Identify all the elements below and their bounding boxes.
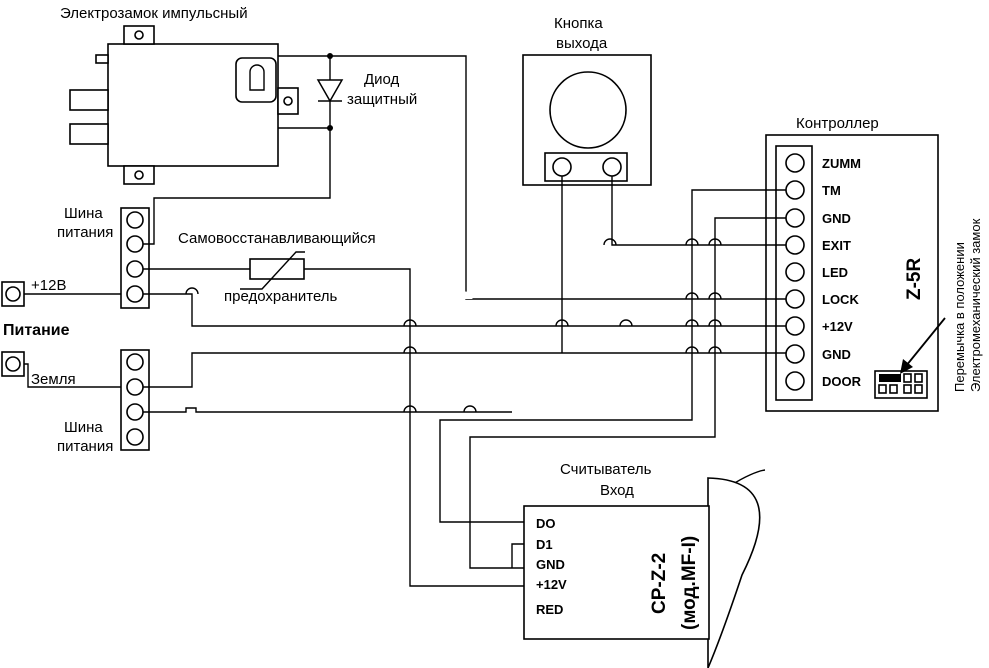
reader-terminal-12v: +12V <box>536 577 567 592</box>
diode-label-line1: Диод <box>364 71 400 88</box>
resettable-fuse: Самовосстанавливающийся предохранитель <box>178 230 376 305</box>
terminal-door: DOOR <box>822 374 862 389</box>
bus-bottom-label-line1: Шина <box>64 419 103 436</box>
terminal-led: LED <box>822 265 848 280</box>
power-title: Питание <box>3 322 70 339</box>
bus-bottom-label-line2: питания <box>57 438 113 455</box>
reader-terminal-red: RED <box>536 602 563 617</box>
reader-terminal-gnd: GND <box>536 557 565 572</box>
controller-title: Контроллер <box>796 115 879 132</box>
fuse-label-line2: предохранитель <box>224 288 338 305</box>
power-bus-top: Шина питания <box>57 205 150 309</box>
protective-diode: Диод защитный <box>278 53 417 131</box>
lock-title: Электрозамок импульсный <box>60 5 248 22</box>
reader-title-line2: Вход <box>600 482 634 499</box>
power-ground-label: Земля <box>31 371 76 388</box>
terminal-zumm: ZUMM <box>822 156 861 171</box>
power-plus-label: +12В <box>31 277 66 294</box>
reader-model-line2: (мод.MF-I) <box>679 536 700 630</box>
terminal-gnd: GND <box>822 211 851 226</box>
jumper-note-line2: Электромеханический замок <box>968 218 983 392</box>
controller-model: Z-5R <box>904 258 925 301</box>
exit-button-label-line2: выхода <box>556 35 608 52</box>
terminal-exit: EXIT <box>822 238 851 253</box>
reader-terminal-d1: D1 <box>536 537 553 552</box>
controller-z5r: ZUMM TM GND EXIT LED LOCK +12V GND DOOR … <box>765 115 983 412</box>
exit-button-label-line1: Кнопка <box>554 15 603 32</box>
reader-model-line1: CP-Z-2 <box>649 553 670 614</box>
terminal-tm: TM <box>822 183 841 198</box>
jumper-arrow <box>900 317 946 374</box>
terminal-gnd-2: GND <box>822 347 851 362</box>
terminal-12v: +12V <box>822 319 853 334</box>
electric-lock: Электрозамок импульсный <box>60 5 299 185</box>
fuse-label-line1: Самовосстанавливающийся <box>178 230 376 247</box>
bus-top-label-line2: питания <box>57 224 113 241</box>
reader-terminal-do: DO <box>536 516 556 531</box>
jumper-note-line1: Перемычка в положении <box>952 242 967 392</box>
reader-title-line1: Считыватель <box>560 461 652 478</box>
exit-button: Кнопка выхода <box>522 15 652 186</box>
jumper-block <box>874 370 928 399</box>
bus-top-label-line1: Шина <box>64 205 103 222</box>
power-supply: +12В Питание Земля <box>1 277 125 388</box>
reader: DO D1 GND +12V RED CP-Z-2 (мод.MF-I) Счи… <box>523 461 766 668</box>
diode-label-line2: защитный <box>347 91 417 108</box>
wire-crossings <box>185 238 722 413</box>
power-bus-bottom: Шина питания <box>57 349 150 455</box>
terminal-lock: LOCK <box>822 292 859 307</box>
wires <box>143 55 786 587</box>
